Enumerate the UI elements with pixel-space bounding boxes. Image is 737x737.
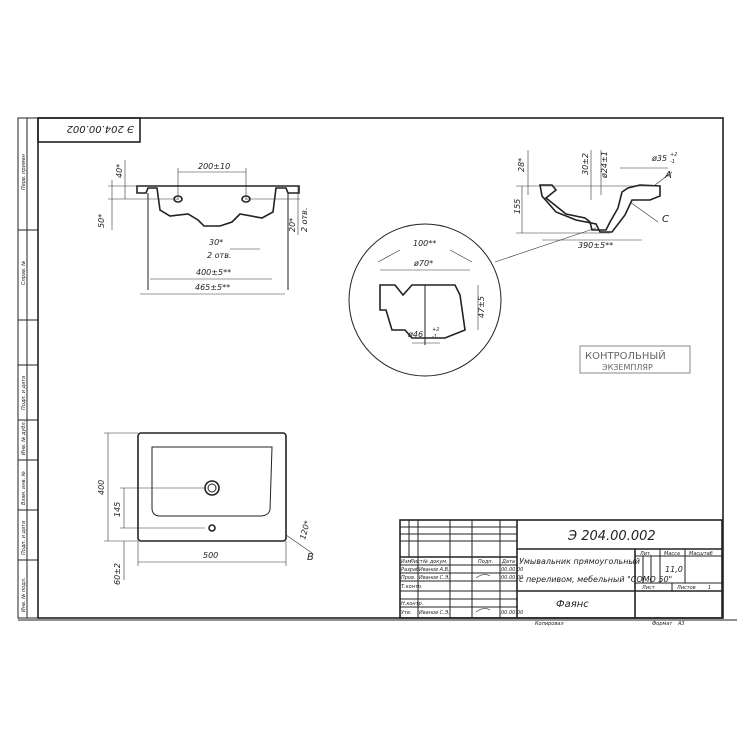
dim-label: -1 — [670, 159, 675, 165]
section-label-c: C — [662, 214, 669, 225]
dim-label: 28* — [517, 158, 526, 172]
material: Фаянс — [556, 599, 589, 610]
dim-label: 50* — [97, 214, 106, 228]
dim-label: 100** — [413, 239, 436, 248]
designation-box-rotated — [37, 117, 141, 143]
section-label-a: A — [664, 170, 672, 181]
top-view: 200±10 40* 50* 20* 2 отв. 30* 2 отв. 400… — [97, 160, 309, 295]
dim-label: 400 — [97, 480, 106, 495]
svg-text:Лист: Лист — [409, 559, 424, 565]
strip-label: Перв. примен — [21, 153, 27, 190]
svg-text:Т.контр.: Т.контр. — [401, 584, 423, 590]
svg-text:1: 1 — [708, 585, 711, 591]
side-strip: Перв. примен Справ. № Подп. и дата Инв. … — [17, 117, 39, 619]
dim-label: 2 отв. — [300, 208, 309, 232]
strip-label: Подп. и дата — [21, 521, 27, 555]
svg-text:00.00.00: 00.00.00 — [501, 610, 523, 616]
svg-text:Пров.: Пров. — [401, 575, 416, 581]
dim-label: 390±5** — [578, 241, 613, 250]
dim-label: ø70* — [413, 259, 433, 268]
svg-text:Копировал: Копировал — [535, 621, 564, 627]
dim-label: 2 отв. — [207, 251, 231, 260]
control-copy-stamp: КОНТРОЛЬНЫЙ ЭКЗЕМПЛЯР — [579, 345, 691, 374]
dim-label: +2 — [670, 152, 677, 158]
product-name: Умывальник прямоугольный — [519, 557, 640, 566]
dim-label: 145 — [113, 502, 122, 517]
strip-label: Подп. и дата — [21, 376, 27, 410]
svg-text:Разраб.: Разраб. — [401, 567, 421, 573]
svg-text:Иванов А.В.: Иванов А.В. — [419, 567, 450, 573]
section-view: 155 28* 30±2 ø24±1 ø35 +2 -1 A C 390±5** — [494, 150, 677, 263]
view-label-b: B — [307, 552, 314, 563]
dim-label: 155 — [513, 199, 522, 214]
strip-label: Справ. № — [21, 261, 27, 285]
detail-view: 100** ø70* 47±5 ø46 +2 -1 — [348, 223, 502, 377]
title-block: Изм Лист № докум. Подп. Дата Разраб. Ива… — [399, 519, 723, 627]
strip-label: Инв. № подл. — [21, 578, 27, 613]
dim-label: 120* — [298, 520, 312, 541]
designation-rotated: Э 204.00.002 — [67, 123, 135, 134]
svg-text:00.00.00: 00.00.00 — [501, 567, 523, 573]
product-name: с переливом, мебельный "СОМО 50" — [519, 575, 672, 584]
dim-label: ø35 — [651, 154, 667, 163]
dim-label: 30* — [209, 238, 223, 247]
svg-text:Масса: Масса — [664, 551, 680, 557]
mass-value: 11,0 — [665, 565, 683, 574]
strip-label: Инв. № дубл. — [21, 421, 27, 455]
svg-text:Подп.: Подп. — [478, 559, 493, 565]
svg-text:Формат: Формат — [652, 621, 673, 627]
dim-label: 400±5** — [196, 268, 231, 277]
dim-label: 200±10 — [198, 162, 230, 171]
svg-text:Иванов С.Э.: Иванов С.Э. — [419, 610, 450, 616]
svg-text:Изм: Изм — [401, 559, 411, 565]
dim-label: -1 — [432, 334, 437, 340]
dim-label: 500 — [203, 551, 218, 560]
dim-label: 20* — [288, 218, 297, 232]
dim-label: 47±5 — [477, 296, 486, 318]
dim-label: +2 — [432, 327, 439, 333]
svg-text:Лист: Лист — [641, 585, 656, 591]
dim-label: 30±2 — [581, 153, 590, 175]
svg-text:Иванов С.Э.: Иванов С.Э. — [419, 575, 450, 581]
svg-text:ЭКЗЕМПЛЯР: ЭКЗЕМПЛЯР — [602, 363, 653, 372]
dim-label: ø46 — [407, 330, 423, 339]
svg-text:Масштаб: Масштаб — [689, 551, 713, 557]
svg-text:Утв.: Утв. — [401, 610, 412, 616]
dim-label: 465±5** — [195, 283, 230, 292]
svg-text:Н.контр.: Н.контр. — [401, 601, 423, 607]
svg-text:А3: А3 — [677, 621, 685, 627]
dim-label: 40* — [115, 164, 124, 178]
designation: Э 204.00.002 — [567, 529, 656, 544]
signature — [475, 574, 491, 613]
strip-label: Взам. инв. № — [21, 471, 27, 505]
svg-text:Дата: Дата — [501, 559, 515, 565]
svg-text:Листов: Листов — [676, 585, 696, 591]
svg-text:№ докум.: № докум. — [422, 559, 448, 565]
dim-label: 60±2 — [113, 563, 122, 585]
svg-text:Лит.: Лит. — [639, 551, 652, 557]
svg-text:КОНТРОЛЬНЫЙ: КОНТРОЛЬНЫЙ — [585, 349, 666, 362]
plan-view: 400 145 60±2 500 120* B — [97, 432, 314, 585]
dim-label: ø24±1 — [600, 151, 609, 179]
svg-text:00.00.00: 00.00.00 — [501, 575, 523, 581]
